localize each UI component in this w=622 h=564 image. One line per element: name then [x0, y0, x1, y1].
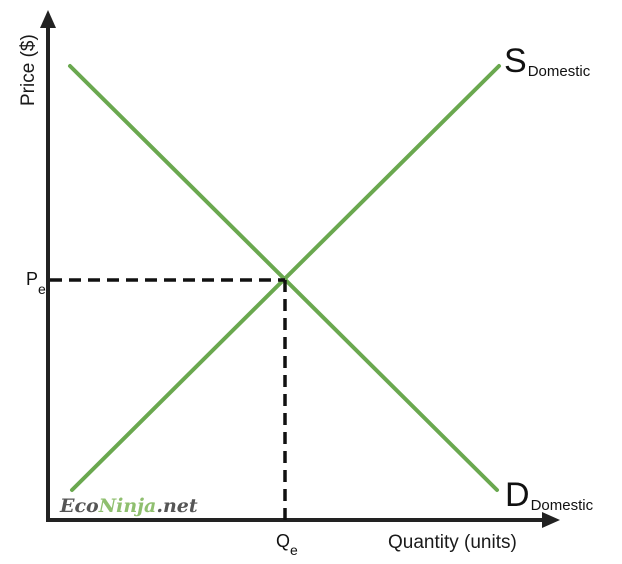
equilibrium-price-label: Pe: [26, 269, 46, 297]
price-label-sub: e: [38, 281, 46, 297]
x-axis-label: Quantity (units): [388, 532, 517, 553]
watermark-ninja: Ninja: [98, 495, 157, 517]
price-label-main: P: [26, 269, 38, 289]
quantity-label-sub: e: [290, 542, 298, 558]
supply-label-main: S: [504, 42, 527, 80]
equilibrium-quantity-label: Qe: [276, 531, 298, 558]
demand-label: DDomestic: [505, 476, 594, 514]
watermark-net: .net: [156, 495, 198, 517]
y-axis-label: Price ($): [18, 34, 39, 106]
supply-label: SDomestic: [504, 42, 591, 80]
supply-label-sub: Domestic: [528, 63, 591, 80]
demand-label-main: D: [505, 476, 530, 514]
quantity-label-main: Q: [276, 531, 290, 551]
watermark: EcoNinja.net: [59, 495, 198, 517]
watermark-eco: Eco: [59, 495, 99, 517]
x-axis-arrow: [542, 512, 560, 528]
demand-label-sub: Domestic: [531, 497, 594, 514]
supply-curve: [70, 64, 501, 492]
y-axis-arrow: [40, 10, 56, 28]
